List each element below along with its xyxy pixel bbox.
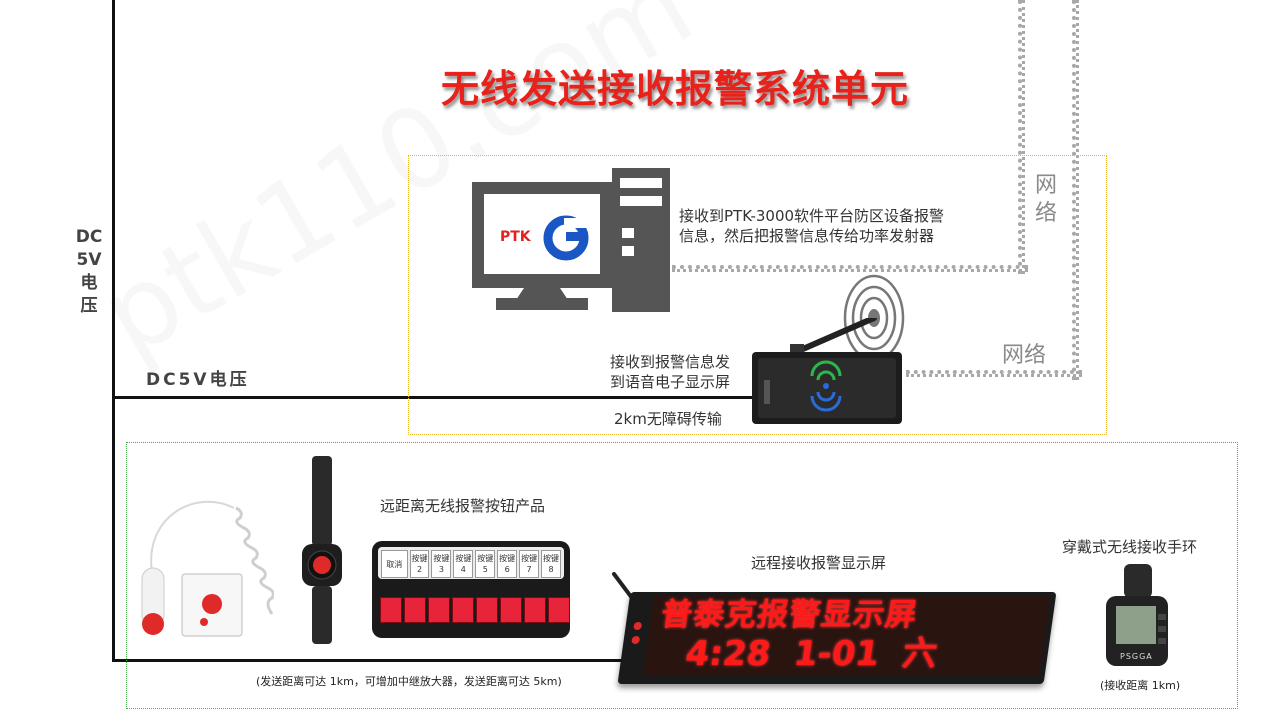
- led-indicator: [631, 636, 641, 644]
- keypad-red-button: [452, 597, 474, 623]
- led-display-panel: 普泰克报警显示屏 4:28 1-01 六: [642, 596, 1050, 676]
- network-label-horizontal: 网络: [1002, 343, 1047, 368]
- power-line-to-display: [112, 659, 632, 662]
- keypad-key: 按键8: [541, 550, 561, 578]
- keypad-labels: 取消 按键2 按键3 按键4 按键5 按键6 按键7 按键8: [378, 547, 564, 579]
- ptk-logo-text: PTK: [500, 229, 531, 245]
- keypad-red-button: [476, 597, 498, 623]
- pull-cord-button-icon: [141, 500, 274, 637]
- wristband-range-note: (接收距离 1km): [1100, 679, 1181, 692]
- power-label-horizontal: DC5V电压: [146, 370, 250, 390]
- transmitter-icon: [752, 318, 902, 424]
- keypad-key: 按键2: [409, 550, 430, 578]
- network-label-vertical: 网 络: [1035, 173, 1058, 226]
- network-line-computer: [672, 265, 1028, 272]
- transmitter-description: 接收到报警信息发 到语音电子显示屏: [609, 353, 730, 391]
- buttons-range-note: (发送距离可达 1km，可增加中继放大器，发送距离可达 5km): [256, 675, 562, 688]
- wrist-button-icon: [302, 456, 342, 644]
- power-line-to-transmitter: [112, 396, 754, 399]
- computer-description: 接收到PTK-3000软件平台防区设备报警 信息，然后把报警信息传给功率发射器: [679, 207, 945, 245]
- products-frame: [126, 442, 1238, 709]
- computer-icon: [472, 168, 670, 312]
- wristband-brand: PSGGA: [1120, 652, 1153, 661]
- network-line-vertical-2: [1072, 0, 1079, 380]
- keypad-key: 按键7: [519, 550, 540, 578]
- led-display-screen: 普泰克报警显示屏 4:28 1-01 六: [617, 592, 1057, 684]
- wristband-receiver-icon: [1106, 564, 1168, 666]
- keypad-red-button: [500, 597, 522, 623]
- transmission-range-label: 2km无障碍传输: [614, 410, 722, 428]
- network-line-transmitter: [906, 370, 1082, 377]
- network-line-vertical-1: [1018, 0, 1025, 274]
- keypad-red-buttons: [380, 597, 570, 623]
- receiver-frame: [408, 155, 1107, 435]
- buttons-label: 远距离无线报警按钮产品: [380, 497, 546, 515]
- keypad-key: 按键6: [497, 550, 518, 578]
- keypad-red-button: [380, 597, 402, 623]
- wireless-keypad: 取消 按键2 按键3 按键4 按键5 按键6 按键7 按键8: [372, 541, 570, 638]
- keypad-red-button: [548, 597, 570, 623]
- page-title: 无线发送接收报警系统单元: [440, 67, 909, 111]
- display-label: 远程接收报警显示屏: [751, 554, 887, 572]
- wristband-label: 穿戴式无线接收手环: [1062, 538, 1198, 556]
- power-label-vertical: DC 5V 电 压: [75, 227, 103, 316]
- power-line-vertical: [112, 0, 115, 662]
- keypad-cancel-key: 取消: [381, 550, 408, 578]
- keypad-red-button: [428, 597, 450, 623]
- keypad-red-button: [524, 597, 546, 623]
- keypad-key: 按键3: [431, 550, 452, 578]
- keypad-red-button: [404, 597, 426, 623]
- keypad-key: 按键5: [475, 550, 496, 578]
- keypad-key: 按键4: [453, 550, 474, 578]
- led-line-1: 普泰克报警显示屏: [658, 597, 920, 633]
- led-indicator: [633, 622, 643, 630]
- led-line-2: 4:28 1-01 六: [682, 634, 940, 674]
